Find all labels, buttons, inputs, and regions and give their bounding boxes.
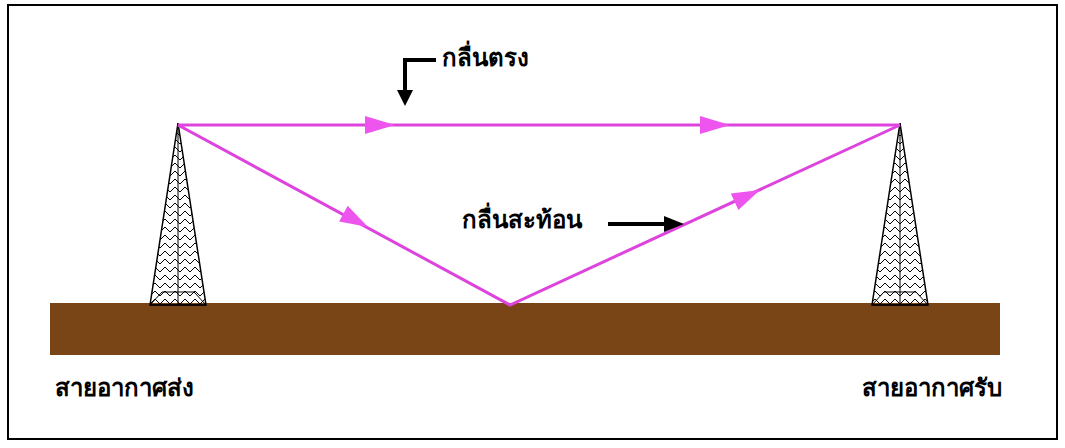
receive-tower xyxy=(872,123,928,305)
wave-arrowheads xyxy=(339,116,764,235)
antenna-label: สายอากาศส่ง xyxy=(55,374,194,403)
wave-label: กลื่นตรง xyxy=(442,44,529,73)
ground-band xyxy=(50,303,1000,355)
wave-label: กลื่นสะท้อน xyxy=(462,206,582,235)
frame xyxy=(8,5,1057,439)
wave-paths xyxy=(178,125,900,305)
transmit-tower xyxy=(150,123,206,305)
antenna-label: สายอากาศรับ xyxy=(862,374,1002,403)
